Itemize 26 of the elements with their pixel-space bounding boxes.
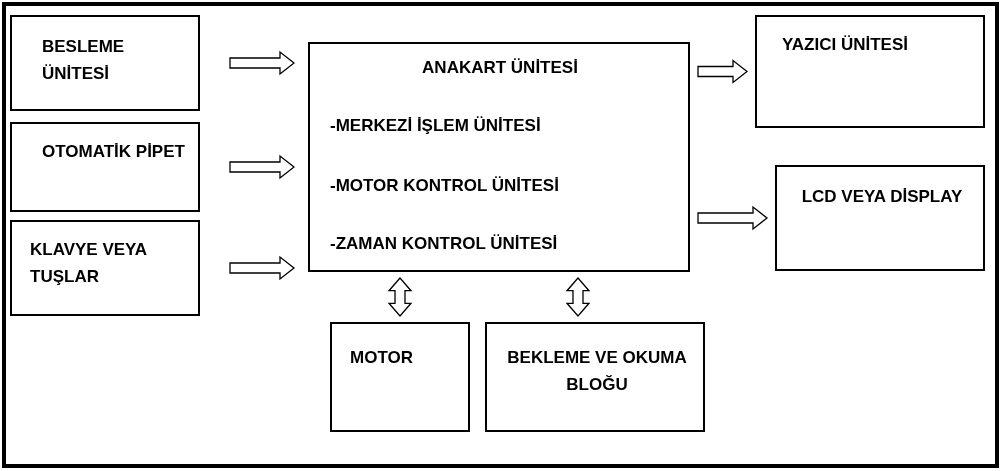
block-arrow: [387, 277, 413, 317]
box-label: OTOMATİK PİPET: [42, 141, 186, 163]
box-label: BESLEME ÜNİTESİ: [42, 36, 126, 85]
process-box: [10, 122, 200, 212]
list-item: -ZAMAN KONTROL ÜNİTESİ: [330, 233, 559, 255]
block-arrow: [565, 277, 591, 317]
process-box: [10, 15, 200, 111]
list-item: -MOTOR KONTROL ÜNİTESİ: [330, 175, 560, 197]
box-heading: ANAKART ÜNİTESİ: [421, 57, 579, 79]
box-label: BEKLEME VE OKUMA BLOĞU: [506, 347, 688, 396]
process-box: [10, 220, 200, 316]
block-arrow: [229, 154, 296, 180]
list-item: -MERKEZİ İŞLEM ÜNİTESİ: [330, 115, 542, 137]
box-label: MOTOR: [350, 347, 414, 369]
box-label: LCD VEYA DİSPLAY: [800, 186, 964, 208]
block-arrow: [697, 59, 749, 84]
process-box: [330, 322, 470, 432]
block-arrow: [697, 205, 769, 231]
box-label: YAZICI ÜNİTESİ: [782, 34, 909, 56]
process-box: [775, 165, 985, 271]
block-arrow: [229, 50, 296, 76]
process-box: [755, 15, 985, 128]
process-box: [485, 322, 705, 432]
block-arrow: [229, 255, 296, 281]
process-box: [308, 42, 690, 272]
box-label: KLAVYE VEYA TUŞLAR: [30, 239, 148, 288]
